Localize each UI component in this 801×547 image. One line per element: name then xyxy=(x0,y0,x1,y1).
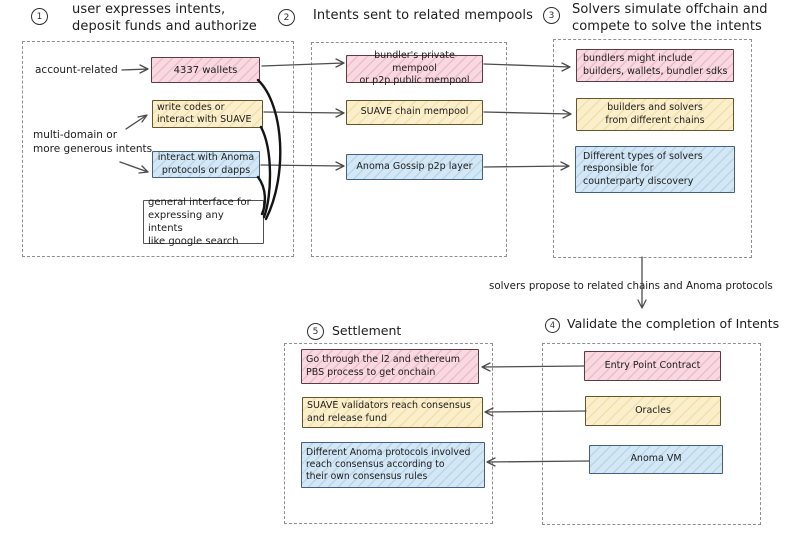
step-5-badge: 5 xyxy=(307,323,324,340)
step-1-badge: 1 xyxy=(31,8,48,25)
step-2-title: Intents sent to related mempools xyxy=(313,8,534,23)
step-3-title: Solvers simulate offchain and compete to… xyxy=(572,2,768,34)
box-pbs-onchain: Go through the l2 and ethereum PBS proce… xyxy=(301,349,479,384)
zone-settlement xyxy=(284,343,493,524)
box-bundler-mempool: bundler's private mempool or p2p public … xyxy=(346,50,483,86)
label-account-related: account-related xyxy=(35,64,118,76)
zone-validation xyxy=(542,343,761,525)
step-2-badge: 2 xyxy=(278,9,295,26)
zone-solvers xyxy=(553,39,752,258)
box-anoma-consensus: Different Anoma protocols involved reach… xyxy=(301,442,485,488)
box-entry-point-contract: Entry Point Contract xyxy=(584,351,721,381)
box-suave-validators: SUAVE validators reach consensus and rel… xyxy=(302,397,483,428)
box-bundlers-include: bundlers might include builders, wallets… xyxy=(576,49,734,82)
label-multi-domain: multi-domain or more generous intents xyxy=(33,129,153,156)
box-suave-mempool: SUAVE chain mempool xyxy=(346,100,483,125)
box-solver-types: Different types of solvers responsible f… xyxy=(575,146,735,193)
box-oracles: Oracles xyxy=(585,396,721,426)
step-1-title: user expresses intents, deposit funds an… xyxy=(72,2,257,34)
label-solvers-propose: solvers propose to related chains and An… xyxy=(489,280,773,292)
step-3-badge: 3 xyxy=(543,7,560,24)
step-4-badge: 4 xyxy=(545,318,560,333)
box-general-interface: general interface for expressing any int… xyxy=(143,197,264,247)
step-5-title: Settlement xyxy=(332,323,402,338)
box-write-codes-suave: write codes or interact with SUAVE xyxy=(152,100,263,128)
box-4337-wallets: 4337 wallets xyxy=(151,57,260,83)
zone-user-intents xyxy=(22,41,294,257)
box-anoma-gossip: Anoma Gossip p2p layer xyxy=(346,154,483,180)
box-anoma-vm: Anoma VM xyxy=(589,445,723,474)
box-builders-solvers: builders and solvers from different chai… xyxy=(576,98,734,131)
box-interact-anoma: interact with Anoma protocols or dapps xyxy=(152,151,260,178)
step-4-title: Validate the completion of Intents xyxy=(567,316,780,331)
zone-mempools xyxy=(311,42,507,257)
